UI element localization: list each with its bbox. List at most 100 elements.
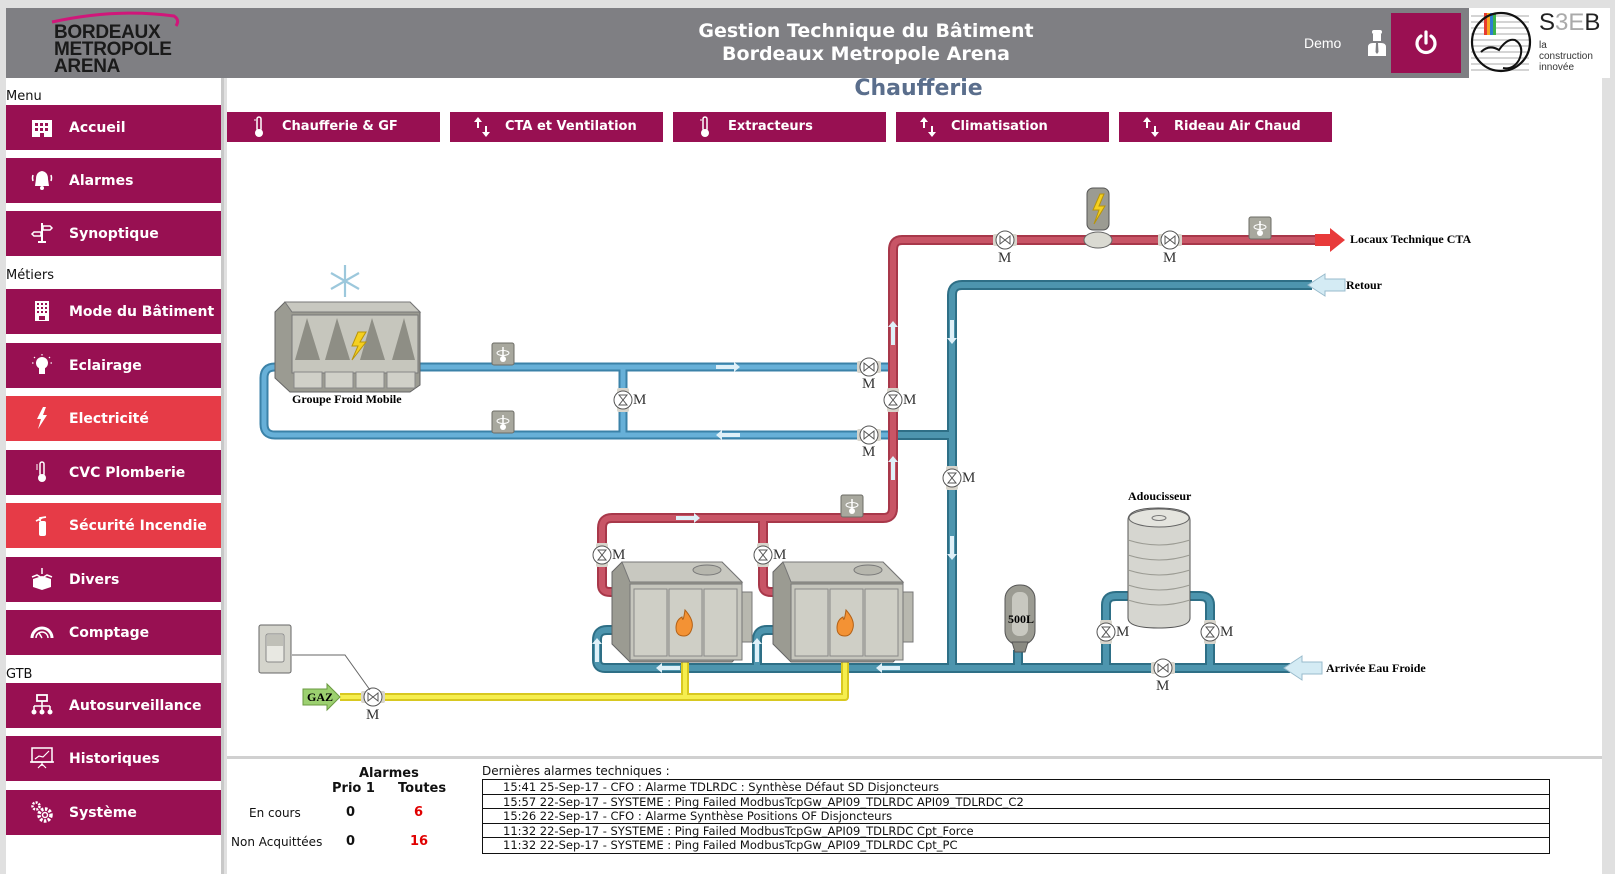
sidebar-item-synoptique[interactable]: Synoptique — [6, 211, 221, 256]
brand-line-2: METROPOLE — [54, 39, 172, 60]
section-label-metiers: Métiers — [6, 268, 55, 283]
subnav-chaufferie-gf[interactable]: Chaufferie & GF — [227, 112, 440, 142]
col-prio1-header: Prio 1 — [332, 781, 375, 796]
sidebar-item-label: Synoptique — [69, 225, 159, 242]
alarm-summary-title: Alarmes — [359, 766, 419, 781]
svg-text:M: M — [773, 547, 786, 563]
water-softener[interactable] — [1127, 507, 1191, 629]
subnav-climatisation[interactable]: Climatisation — [896, 112, 1109, 142]
svg-text:M: M — [612, 547, 625, 563]
svg-text:la: la — [1539, 40, 1547, 51]
motorized-valve-icon — [613, 387, 633, 413]
hot-water-pipe — [597, 235, 1315, 597]
signpost-icon — [30, 223, 54, 243]
motorized-valve-icon — [1200, 619, 1220, 645]
sidebar-item-label: Comptage — [69, 624, 150, 641]
sidebar-item-divers[interactable]: Divers — [6, 557, 221, 602]
snowflake-icon — [330, 265, 360, 297]
circulation-pump[interactable] — [1083, 187, 1113, 249]
sidebar-item-systeme[interactable]: Système — [6, 790, 221, 835]
sidebar-item-securite-incendie[interactable]: Sécurité Incendie — [6, 503, 221, 548]
recent-alarm-item[interactable]: 11:32 22-Sep-17 - SYSTEME : Ping Failed … — [483, 824, 1549, 839]
sidebar-item-electricite[interactable]: Electricité — [6, 396, 221, 441]
sidebar-item-label: Divers — [69, 571, 120, 588]
user-name[interactable]: Demo — [1304, 35, 1342, 51]
motorized-valve-icon — [1157, 230, 1183, 250]
recent-alarm-item[interactable]: 15:57 22-Sep-17 - SYSTEME : Ping Failed … — [483, 795, 1549, 810]
updown-arrows-icon — [474, 117, 490, 137]
network-icon — [31, 694, 53, 715]
sidebar-item-label: Système — [69, 804, 137, 821]
non-acquittees-prio1-count[interactable]: 0 — [346, 834, 356, 849]
lightning-icon — [351, 331, 368, 361]
app-title-line-1: Gestion Technique du Bâtiment — [698, 20, 1034, 42]
page-title: Chaufferie — [854, 76, 983, 101]
recent-alarm-item[interactable]: 11:32 22-Sep-17 - SYSTEME : Ping Failed … — [503, 838, 958, 853]
user-icon[interactable] — [1366, 28, 1388, 58]
svg-text:M: M — [903, 392, 916, 408]
thermometer-icon — [36, 461, 46, 482]
office-building-icon — [35, 301, 49, 321]
brand-line-1: BORDEAUX — [54, 22, 161, 43]
page-scrollbar[interactable] — [1602, 78, 1615, 874]
svg-text:M: M — [998, 250, 1011, 266]
app-title: Gestion Technique du Bâtiment Bordeaux M… — [606, 20, 1126, 66]
col-all-header: Toutes — [398, 781, 447, 796]
svg-text:M: M — [633, 392, 646, 408]
fire-extinguisher-icon — [35, 516, 47, 536]
expansion-tank[interactable]: 500L — [1004, 584, 1036, 653]
brand-logo[interactable]: BORDEAUX METROPOLE ARENA — [6, 8, 221, 78]
en-cours-all-count[interactable]: 6 — [414, 805, 424, 820]
chart-board-icon — [30, 747, 54, 769]
sidebar-item-label: Electricité — [69, 410, 149, 427]
s3eb-logo-icon: S3EB la construction innovée — [1470, 9, 1600, 73]
subnav-label: CTA et Ventilation — [505, 119, 637, 134]
subnav-label: Rideau Air Chaud — [1174, 119, 1301, 134]
svg-text:construction: construction — [1539, 51, 1593, 62]
subnav-extracteurs[interactable]: Extracteurs — [673, 112, 886, 142]
cold-water-inlet-label: Arrivée Eau Froide — [1326, 661, 1426, 675]
outlet-arrow-icon — [1315, 228, 1345, 252]
sidebar-item-mode-batiment[interactable]: Mode du Bâtiment — [6, 289, 221, 334]
sidebar-item-cvc-plomberie[interactable]: CVC Plomberie — [6, 450, 221, 495]
sidebar-item-label: Autosurveillance — [69, 697, 202, 714]
recent-alarm-item[interactable]: 15:41 25-Sep-17 - CFO : Alarme TDLRDC : … — [483, 780, 1549, 795]
boiler-2 — [772, 561, 914, 663]
thermometer-icon — [700, 116, 709, 137]
gas-valve-icon — [360, 687, 386, 707]
sidebar-item-comptage[interactable]: Comptage — [6, 610, 221, 655]
updown-arrows-icon — [920, 117, 936, 137]
svg-text:M: M — [862, 376, 875, 392]
logout-button[interactable] — [1391, 13, 1461, 73]
chiller-unit[interactable] — [274, 301, 422, 393]
bell-icon — [31, 171, 53, 190]
sidebar-item-autosurveillance[interactable]: Autosurveillance — [6, 683, 221, 728]
svg-text:M: M — [1116, 624, 1129, 640]
recent-alarm-item[interactable]: 15:26 22-Sep-17 - CFO : Alarme Synthèse … — [483, 809, 1549, 824]
svg-text:M: M — [862, 444, 875, 460]
motorized-valve-icon — [883, 387, 903, 413]
sidebar-item-historiques[interactable]: Historiques — [6, 736, 221, 781]
sidebar-item-label: Eclairage — [69, 357, 142, 374]
temperature-sensor-icon — [840, 494, 864, 518]
svg-text:S3EB: S3EB — [1539, 9, 1600, 36]
gas-switch[interactable] — [258, 624, 292, 674]
non-acquittees-all-count[interactable]: 16 — [410, 834, 429, 849]
sidebar-item-alarmes[interactable]: Alarmes — [6, 158, 221, 203]
updown-arrows-icon — [1143, 117, 1159, 137]
svg-text:innovée: innovée — [1539, 62, 1574, 73]
subnav-cta-ventilation[interactable]: CTA et Ventilation — [450, 112, 663, 142]
recent-alarms-title: Dernières alarmes techniques : — [482, 764, 670, 778]
subnav-label: Extracteurs — [728, 119, 813, 134]
sidebar-item-eclairage[interactable]: Eclairage — [6, 343, 221, 388]
svg-text:500L: 500L — [1008, 612, 1034, 626]
subnav-label: Chaufferie & GF — [282, 119, 398, 134]
motorized-valve-icon — [592, 542, 612, 568]
power-icon — [1415, 30, 1437, 55]
en-cours-prio1-count[interactable]: 0 — [346, 805, 356, 820]
subnav-rideau-air-chaud[interactable]: Rideau Air Chaud — [1119, 112, 1332, 142]
sidebar-item-accueil[interactable]: Accueil — [6, 105, 221, 150]
app-title-line-2: Bordeaux Metropole Arena — [722, 43, 1010, 65]
gas-inlet-arrow-icon — [302, 682, 341, 712]
